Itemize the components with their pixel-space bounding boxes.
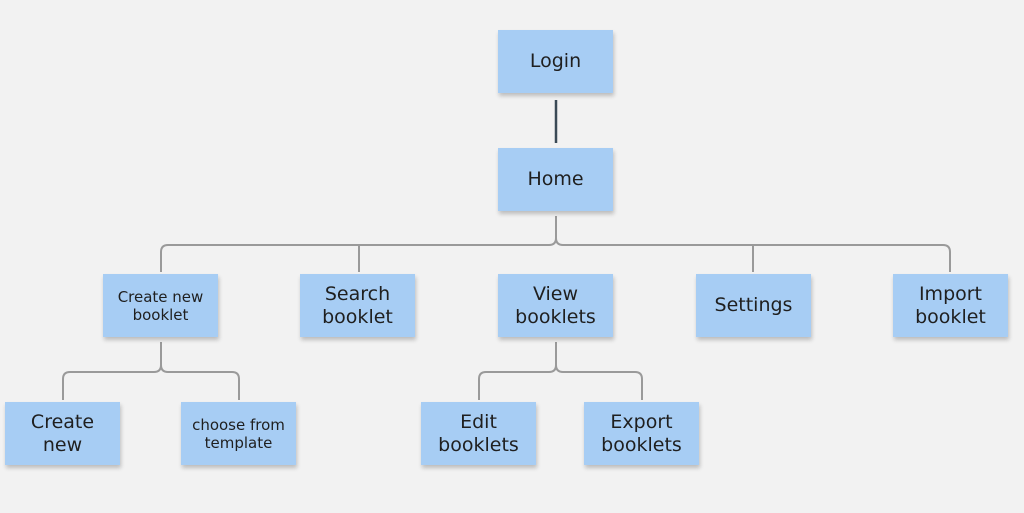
node-create-new-booklet: Create new booklet <box>103 274 218 337</box>
node-view-booklets: View booklets <box>498 274 613 337</box>
node-home: Home <box>498 148 613 211</box>
edge-view-children <box>478 342 643 400</box>
node-import-booklet: Import booklet <box>893 274 1008 337</box>
node-settings: Settings <box>696 274 811 337</box>
edge-home-bus <box>160 216 951 272</box>
node-search-booklet: Search booklet <box>300 274 415 337</box>
node-edit-booklets: Edit booklets <box>421 402 536 465</box>
edge-create-children <box>62 342 240 400</box>
node-choose-from-template: choose from template <box>181 402 296 465</box>
node-login: Login <box>498 30 613 93</box>
node-create-new: Create new <box>5 402 120 465</box>
node-export-booklets: Export booklets <box>584 402 699 465</box>
